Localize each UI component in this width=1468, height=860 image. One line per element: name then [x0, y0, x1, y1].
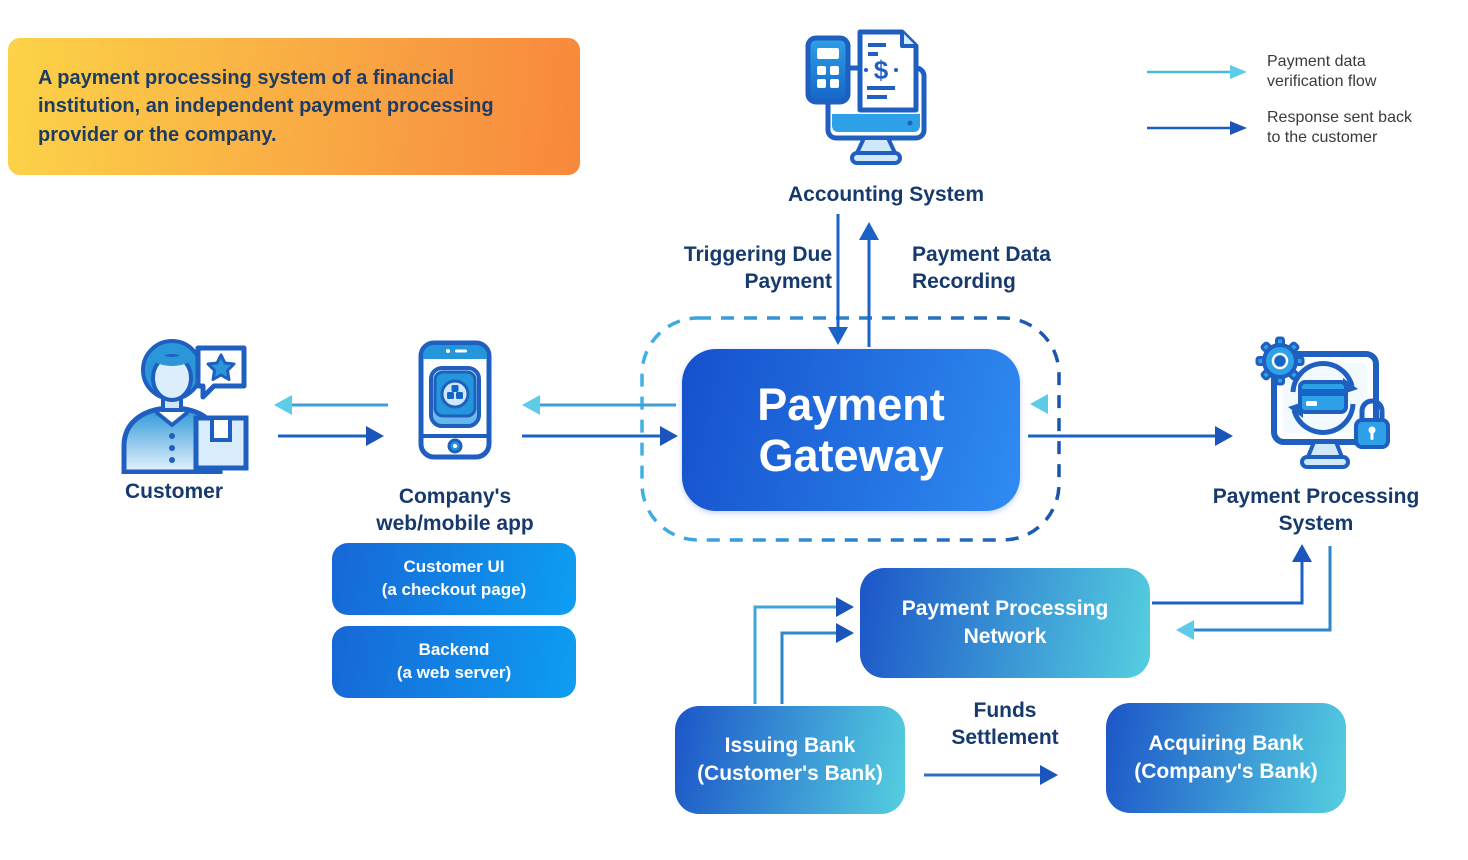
legend-response-label: Response sent back to the customer — [1267, 109, 1412, 146]
verification-arrow-icon — [1147, 65, 1247, 79]
accounting-system-icon: $ — [805, 29, 927, 165]
arrow-network-to-pps — [1152, 544, 1312, 605]
svg-text:$: $ — [874, 55, 889, 85]
arrow-funds-settlement — [924, 765, 1058, 785]
funds-settlement-label: Funds Settlement — [951, 699, 1059, 749]
response-arrow-icon — [1147, 121, 1247, 135]
arrow-gateway-to-app — [522, 395, 676, 415]
arrow-gateway-to-pps — [1028, 426, 1233, 446]
issuing-bank-box: Issuing Bank (Customer's Bank) — [675, 706, 905, 814]
customer-icon — [121, 339, 249, 474]
arrow-customer-to-app — [278, 426, 384, 446]
arrow-pps-to-gateway — [1030, 394, 1235, 414]
arrow-issuing-to-network-outer — [753, 597, 854, 704]
arrow-accounting-to-gateway — [828, 214, 848, 345]
note-box: A payment processing system of a financi… — [8, 38, 580, 175]
customer-label: Customer — [124, 480, 224, 503]
company-app-icon — [418, 340, 492, 460]
triggering-due-payment-label: Triggering Due Payment — [683, 243, 832, 293]
payment-data-recording-label: Payment Data Recording — [912, 243, 1051, 293]
arrow-gateway-to-accounting — [859, 222, 879, 347]
customer-ui-box: Customer UI (a checkout page) — [332, 543, 576, 615]
arrow-issuing-to-network-inner — [780, 623, 854, 704]
payment-gateway-box: Payment Gateway — [682, 349, 1020, 511]
accounting-system-label: Accounting System — [787, 183, 985, 206]
payment-processing-network-box: Payment Processing Network — [860, 568, 1150, 678]
legend-response: Response sent back to the customer — [1145, 108, 1412, 148]
acquiring-bank-box: Acquiring Bank (Company's Bank) — [1106, 703, 1346, 813]
arrow-app-to-gateway — [522, 426, 678, 446]
payment-processing-system-icon — [1255, 336, 1390, 469]
legend-verification: Payment data verification flow — [1145, 52, 1376, 92]
legend-verification-label: Payment data verification flow — [1267, 53, 1377, 90]
backend-box: Backend (a web server) — [332, 626, 576, 698]
company-app-label: Company's web/mobile app — [376, 485, 534, 535]
gateway-dashed-boundary — [640, 316, 1061, 542]
payment-processing-system-label: Payment Processing System — [1212, 485, 1420, 535]
arrow-app-to-customer — [274, 395, 388, 415]
arrow-pps-to-network — [1176, 546, 1332, 640]
